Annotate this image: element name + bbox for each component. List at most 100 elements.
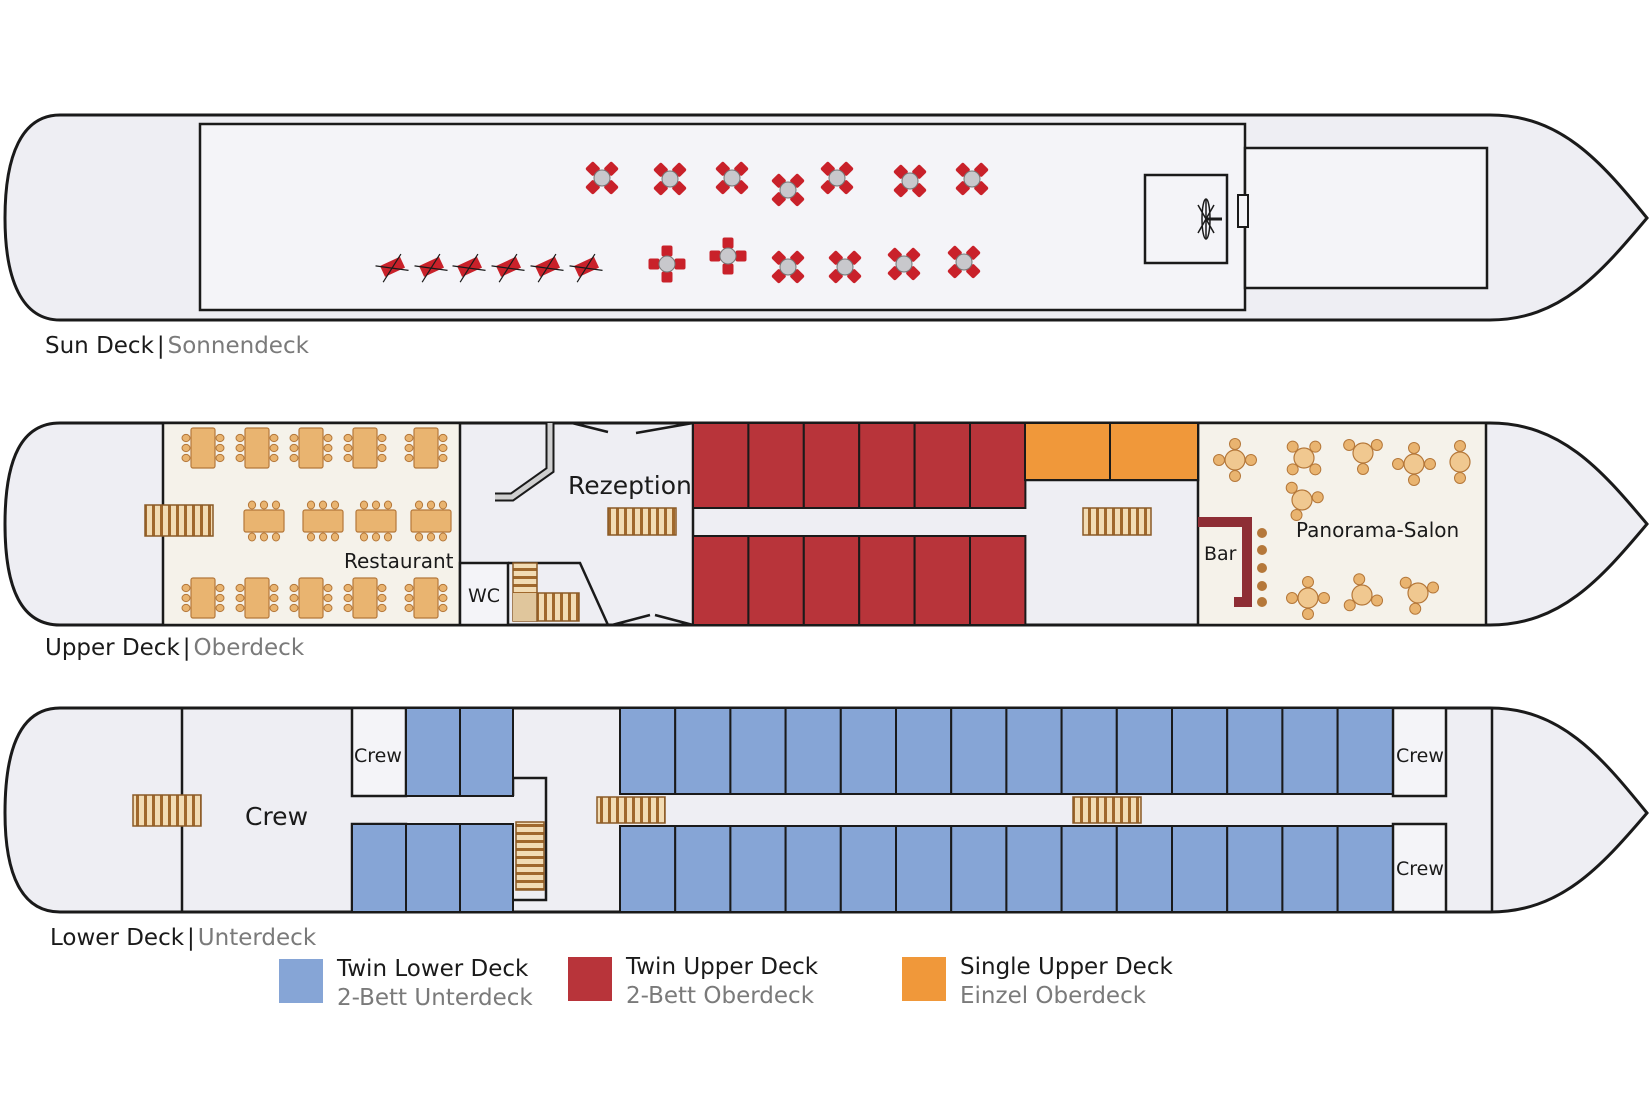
chair [1213, 454, 1225, 466]
dining-table [302, 500, 344, 542]
cabin-twin-lower [1005, 707, 1063, 795]
chair [247, 500, 257, 510]
chair [215, 603, 225, 613]
table-top [1351, 584, 1373, 606]
chair [438, 603, 448, 613]
chair [215, 583, 225, 593]
chair [330, 532, 340, 542]
sun-table [893, 164, 927, 198]
chair [359, 532, 369, 542]
chair [1371, 594, 1384, 607]
wc-label: WC [468, 585, 500, 607]
table-top [836, 258, 854, 276]
chair [259, 500, 269, 510]
table-top [955, 253, 973, 271]
table-top [1293, 447, 1315, 469]
sun-lounger [491, 253, 525, 283]
cabin-twin-upper [913, 422, 971, 509]
chair [414, 532, 424, 542]
salon-furniture [1213, 438, 1471, 620]
cabin-single-upper [1109, 422, 1199, 481]
chair [235, 443, 245, 453]
chair [426, 500, 436, 510]
chair [269, 583, 279, 593]
dining-table [181, 427, 225, 469]
table-top [190, 427, 216, 469]
stairs [515, 821, 545, 891]
bar-stool [1257, 581, 1267, 591]
sun-table [653, 162, 687, 196]
chair [383, 500, 393, 510]
chair [404, 593, 414, 603]
chair [1343, 439, 1356, 451]
table-top [723, 169, 741, 187]
cabin-twin-lower [1060, 825, 1118, 913]
chair [181, 603, 191, 613]
chair [215, 593, 225, 603]
chair [359, 500, 369, 510]
chair [289, 593, 299, 603]
cabin-twin-lower [1171, 707, 1229, 795]
sun-table [771, 250, 805, 284]
chair [318, 532, 328, 542]
sun-table [887, 247, 921, 281]
lower-deck: Crew Crew Crew Crew [3, 706, 1649, 914]
chair [1302, 576, 1314, 588]
dining-table [404, 577, 448, 619]
lounger-frame [421, 253, 441, 283]
lower-deck-caption: Lower Deck|Unterdeck [50, 925, 317, 951]
chair [404, 443, 414, 453]
cabin-twin-upper [747, 535, 805, 626]
crew-aft-top-label: Crew [1396, 745, 1444, 767]
table-top [963, 170, 981, 188]
cabin-twin-upper [692, 422, 750, 509]
legend-twin-lower: Twin Lower Deck 2-Bett Unterdeck [279, 955, 533, 1013]
cabin-twin-upper [858, 535, 916, 626]
cabin-twin-lower [1336, 707, 1394, 795]
lounger-frame [576, 253, 596, 283]
table-top [190, 577, 216, 619]
sun-table [715, 161, 749, 195]
table-top [895, 255, 913, 273]
bar-label: Bar [1204, 543, 1237, 565]
dining-table [410, 500, 452, 542]
cabin-twin-lower [839, 707, 897, 795]
crew-cabin-aft-top [1391, 706, 1448, 798]
table-top [355, 509, 397, 533]
chair [181, 453, 191, 463]
cabin-twin-lower [1005, 825, 1063, 913]
bar-stool [1257, 528, 1267, 538]
lounger-frame [537, 253, 557, 283]
cabin-twin-lower [1281, 707, 1339, 795]
sun-lounger [452, 253, 486, 283]
table-top [298, 427, 324, 469]
table-top [719, 247, 737, 265]
cabin-twin-lower [1115, 825, 1174, 913]
sun-table [828, 250, 862, 284]
chair [343, 433, 353, 443]
chair [323, 433, 333, 443]
chair [1454, 440, 1466, 452]
chair [377, 453, 387, 463]
sun-lounger [530, 253, 564, 283]
chair [306, 500, 316, 510]
bar-stools [1257, 528, 1267, 607]
chair [377, 603, 387, 613]
chair [1229, 470, 1241, 482]
chair [215, 453, 225, 463]
table-top [779, 258, 797, 276]
sun-deck-caption: Sun Deck|Sonnendeck [45, 333, 309, 359]
restaurant-furniture [181, 427, 452, 619]
cabin-twin-lower [619, 825, 677, 913]
cabin-twin-lower [674, 825, 732, 913]
chair [271, 500, 281, 510]
table-top [413, 427, 439, 469]
table-top [1291, 489, 1313, 511]
stairs [132, 794, 202, 827]
cabin-twin-lower [1226, 825, 1284, 913]
sun-table [709, 237, 747, 275]
sun-lounger [569, 253, 603, 283]
dining-table [404, 427, 448, 469]
cabin-twin-upper [969, 422, 1027, 509]
stairs [1072, 796, 1142, 824]
